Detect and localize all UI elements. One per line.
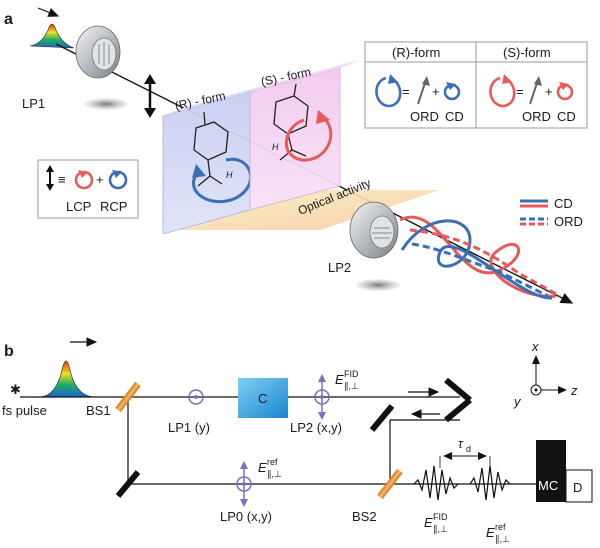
polarization-legend: ≡ + LCP RCP xyxy=(37,159,139,219)
svg-text:z: z xyxy=(570,383,578,398)
wave-packets xyxy=(413,452,511,501)
legend-cd: CD xyxy=(554,196,573,211)
panel-b-tag: b xyxy=(4,343,14,360)
detector: D xyxy=(565,469,593,503)
source-star: ✱ xyxy=(10,382,21,397)
lp1-label: LP1 xyxy=(22,96,45,111)
tau-label: τ d xyxy=(458,436,471,454)
lp1-element xyxy=(188,389,204,405)
svg-text:d: d xyxy=(466,444,471,454)
sample-cell: C xyxy=(238,378,288,418)
input-pulse xyxy=(29,7,75,49)
lcp-label: LCP xyxy=(66,199,91,214)
lp1b-label: LP1 (y) xyxy=(168,420,210,435)
d-label: D xyxy=(573,480,582,495)
line-style-legend: CD ORD xyxy=(520,196,583,229)
lp0-element xyxy=(236,461,252,507)
svg-text:∥,⊥: ∥,⊥ xyxy=(495,534,510,544)
monochromator: MC xyxy=(536,440,566,502)
coordinate-axes: x z y xyxy=(513,339,578,409)
sample-label: C xyxy=(258,391,267,406)
s-equals: = xyxy=(516,84,524,99)
fs-pulse-label: fs pulse xyxy=(2,403,47,418)
bs2-label: BS2 xyxy=(352,509,377,524)
svg-text:E: E xyxy=(424,515,433,530)
delay-mirror-top xyxy=(444,377,472,403)
r-h-label: H xyxy=(226,170,233,180)
panel-a-tag: a xyxy=(4,11,13,28)
equiv-sign: ≡ xyxy=(58,172,66,187)
optical-activity-floor xyxy=(180,190,440,230)
svg-text:∥,⊥: ∥,⊥ xyxy=(433,524,448,534)
e-ref-label: E ref ∥,⊥ xyxy=(258,457,282,479)
svg-text:E: E xyxy=(258,460,267,475)
svg-text:τ: τ xyxy=(458,436,464,451)
s-form-header: (S)-form xyxy=(503,45,551,60)
s-plus: + xyxy=(545,84,553,99)
bs1-beamsplitter xyxy=(115,381,141,413)
mc-label: MC xyxy=(538,478,558,493)
mirror-bottom-left xyxy=(115,470,141,498)
s-cd-label: CD xyxy=(557,109,576,124)
svg-text:∥,⊥: ∥,⊥ xyxy=(344,381,359,391)
lp2b-label: LP2 (x,y) xyxy=(290,420,342,435)
enantiomer-legend: (R)-form (S)-form = + ORD CD = + ORD CD xyxy=(364,41,588,129)
delay-mirror-bottom xyxy=(444,397,472,423)
fs-pulse-icon xyxy=(39,337,98,398)
delay-mirror-left xyxy=(369,404,395,432)
svg-text:ref: ref xyxy=(267,457,278,467)
e-fid-label: E FID ∥,⊥ xyxy=(335,369,359,391)
r-plus: + xyxy=(432,84,440,99)
rcp-label: RCP xyxy=(100,199,127,214)
svg-text:E: E xyxy=(486,525,495,540)
s-form-box: (S) - form H xyxy=(249,60,360,211)
output-waves xyxy=(399,215,561,300)
panel-b: b ✱ fs pulse BS1 LP1 (y) xyxy=(2,337,593,544)
lp2-element xyxy=(314,374,330,420)
panel-a: a LP1 Optical activity xyxy=(4,7,588,304)
bs2-beamsplitter xyxy=(377,468,403,500)
r-cd-label: CD xyxy=(445,109,464,124)
legend-ord: ORD xyxy=(554,214,583,229)
svg-text:y: y xyxy=(513,394,522,409)
lp0-label: LP0 (x,y) xyxy=(220,509,272,524)
pol-plus: + xyxy=(96,172,104,187)
lp2-polarizer xyxy=(349,201,400,291)
r-ord-label: ORD xyxy=(410,109,439,124)
lp1-polarizer xyxy=(75,25,128,110)
svg-text:FID: FID xyxy=(433,512,448,522)
svg-text:x: x xyxy=(531,339,539,354)
s-h-label: H xyxy=(272,142,279,152)
svg-text:FID: FID xyxy=(344,369,359,379)
lp2-label: LP2 xyxy=(328,260,351,275)
r-form-header: (R)-form xyxy=(392,45,440,60)
e-fid-bottom-label: E FID ∥,⊥ xyxy=(424,512,448,534)
bs1-label: BS1 xyxy=(86,403,111,418)
svg-text:∥,⊥: ∥,⊥ xyxy=(267,469,282,479)
e-ref-bottom-label: E ref ∥,⊥ xyxy=(486,522,510,544)
linear-polarization-icon xyxy=(144,74,156,118)
s-ord-label: ORD xyxy=(522,109,551,124)
r-form-box: (R) - form H xyxy=(162,84,270,235)
r-equals: = xyxy=(402,84,410,99)
svg-text:ref: ref xyxy=(495,522,506,532)
svg-text:E: E xyxy=(335,372,344,387)
